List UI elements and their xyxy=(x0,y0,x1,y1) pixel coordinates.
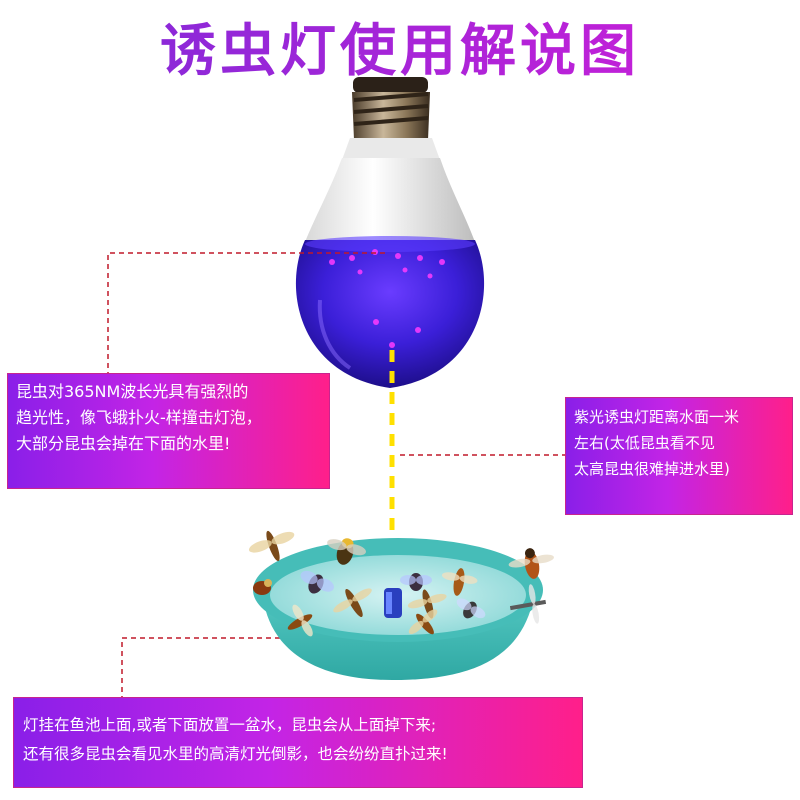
note-line: 大部分昆虫会掉在下面的水里! xyxy=(16,434,231,453)
uv-bulb xyxy=(295,77,485,388)
note-line: 紫光诱虫灯距离水面一米 xyxy=(574,408,740,426)
insect xyxy=(300,570,334,594)
insect xyxy=(287,604,313,637)
insect xyxy=(509,584,547,624)
insect xyxy=(333,588,372,617)
insect xyxy=(408,609,438,635)
insect xyxy=(508,548,554,579)
note-line: 昆虫对365NM波长光具有强烈的 xyxy=(16,382,249,401)
note-placement: 灯挂在鱼池上面,或者下面放置一盆水，昆虫会从上面掉下来; 还有很多昆虫会看见水里… xyxy=(13,697,583,788)
note-phototaxis: 昆虫对365NM波长光具有强烈的 趋光性，像飞蛾扑火-样撞击灯泡， 大部分昆虫会… xyxy=(7,373,330,489)
note-distance: 紫光诱虫灯距离水面一米 左右(太低昆虫看不见 太高昆虫很难掉进水里) xyxy=(565,397,793,515)
insect xyxy=(327,538,366,565)
insect xyxy=(253,579,272,595)
insect xyxy=(441,568,478,596)
note-line: 趋光性，像飞蛾扑火-样撞击灯泡， xyxy=(16,408,262,427)
insects xyxy=(248,530,554,637)
insect xyxy=(248,530,295,562)
insect xyxy=(456,598,486,619)
note-line: 太高昆虫很难掉进水里) xyxy=(574,460,730,478)
note-line: 灯挂在鱼池上面,或者下面放置一盆水，昆虫会从上面掉下来; xyxy=(23,716,437,734)
page-title: 诱虫灯使用解说图 xyxy=(0,6,800,87)
note-line: 还有很多昆虫会看见水里的高清灯光倒影，也会纷纷直扑过来! xyxy=(23,745,448,763)
insect xyxy=(400,573,432,591)
note-line: 左右(太低昆虫看不见 xyxy=(574,434,715,452)
